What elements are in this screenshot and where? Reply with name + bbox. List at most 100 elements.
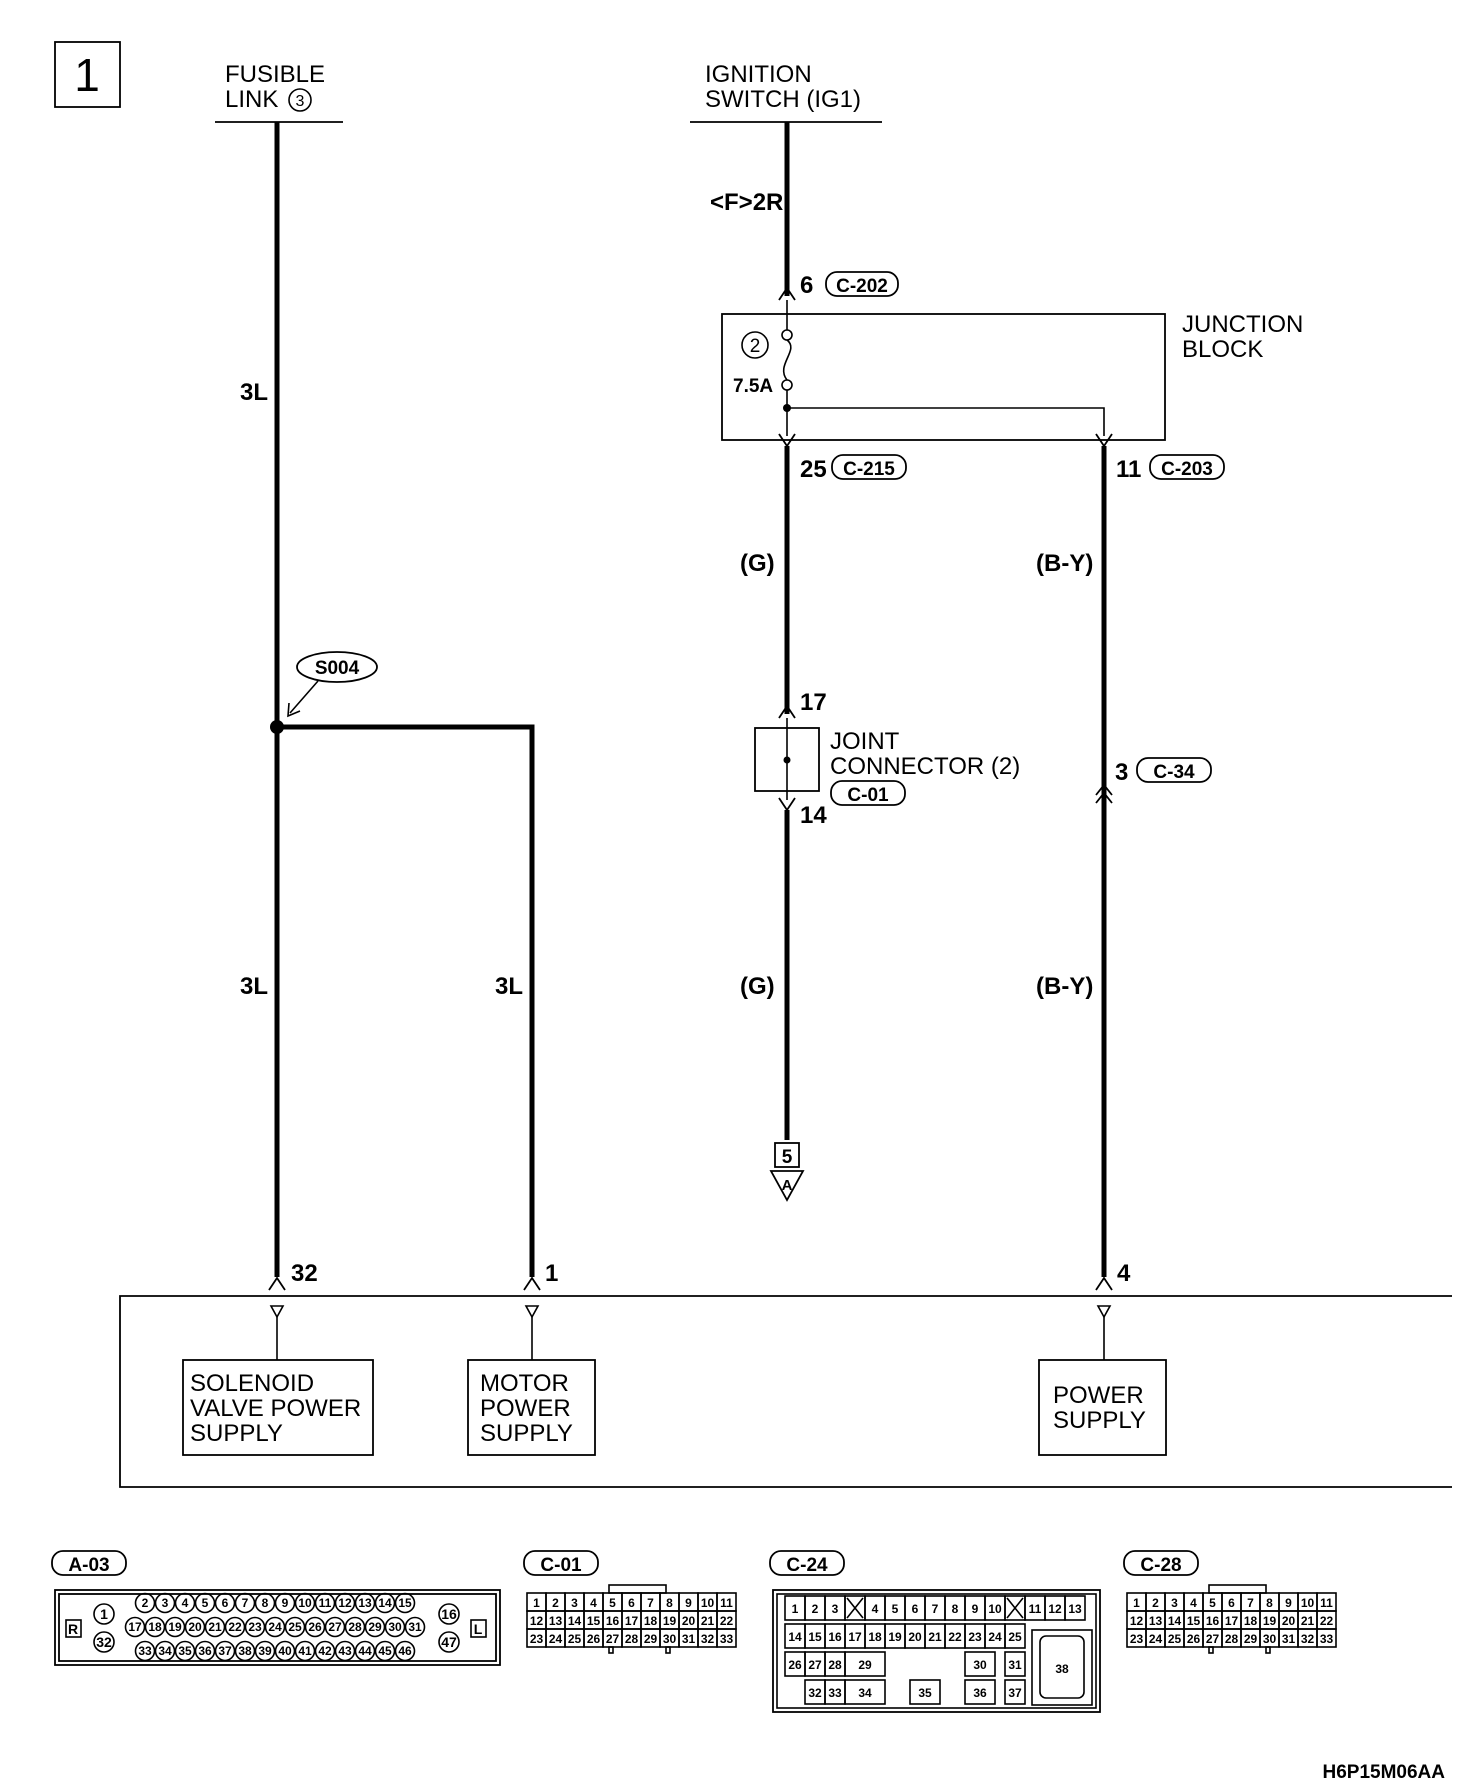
splice-pointer [289, 680, 319, 714]
fuse-terminal-bottom [781, 379, 793, 391]
a03-pin-circle [394, 1592, 416, 1614]
block-solenoid-line-3: SUPPLY [190, 1420, 283, 1447]
a03-pin-circle [314, 1592, 336, 1614]
wire-label-ignition: <F>2R [710, 189, 783, 216]
c01-pin-label: 11 [720, 1596, 733, 1610]
c28-pin-label: 22 [1320, 1614, 1334, 1628]
a03-pin-label: 6 [222, 1596, 229, 1610]
c24-pin-label: 15 [808, 1630, 822, 1644]
joint-connector-label-2: CONNECTOR (2) [830, 753, 1020, 780]
splice-label: S004 [315, 658, 360, 679]
c28-pin-label: 13 [1149, 1614, 1163, 1628]
a03-pin-circle [164, 1616, 186, 1638]
a03-pin-label: 11 [319, 1596, 332, 1610]
a03-pin-label: 9 [282, 1596, 289, 1610]
fuse-number: 2 [750, 336, 761, 357]
a03-pin-label: 30 [388, 1620, 402, 1634]
a03-pin-label: 13 [358, 1596, 372, 1610]
c28-pin-label: 32 [1301, 1632, 1315, 1646]
connector-tag-c203 [1149, 454, 1225, 480]
c24-pin-label: 37 [1008, 1686, 1022, 1700]
c28-pin-label: 24 [1149, 1632, 1163, 1646]
block-solenoid-line-2: VALVE POWER [190, 1395, 361, 1422]
joint-pin-in: 17 [800, 689, 827, 716]
c24-pin-label: 2 [812, 1602, 819, 1616]
c24-pin-label: 36 [973, 1686, 987, 1700]
c01-pin-label: 17 [625, 1614, 639, 1628]
c01-pin-label: 20 [682, 1614, 696, 1628]
c01-pin-label: 2 [552, 1596, 559, 1610]
tap-motor [524, 1305, 540, 1319]
c01-pin-label: 25 [568, 1632, 582, 1646]
a03-pin-circle [274, 1592, 296, 1614]
a03-pin-label: 12 [338, 1596, 352, 1610]
c28-pin-label: 7 [1247, 1596, 1254, 1610]
a03-pin-circle [134, 1640, 156, 1662]
c28-pin-label: 3 [1171, 1596, 1178, 1610]
junction-block-label-2: BLOCK [1182, 336, 1263, 363]
fuse-element [782, 339, 792, 381]
ignition-switch-label-1: IGNITION [705, 61, 812, 88]
junction-out-pin-g: 25 [800, 456, 827, 483]
a03-pin-circle [174, 1640, 196, 1662]
c24-pin-label: 5 [892, 1602, 899, 1616]
by-connector-code: C-34 [1153, 762, 1195, 783]
c24-pin-cell [964, 1679, 996, 1705]
a03-pin-label: 29 [368, 1620, 382, 1634]
c28-pin-label: 15 [1187, 1614, 1201, 1628]
c01-latch [608, 1584, 667, 1594]
a03-pin-circle [264, 1616, 286, 1638]
c24-pin-label: 19 [888, 1630, 902, 1644]
c24-pin-cell [844, 1651, 886, 1677]
c24-pin-label: 27 [808, 1658, 822, 1672]
c01-pin-label: 3 [571, 1596, 578, 1610]
c01-pin-label: 24 [549, 1632, 563, 1646]
c01-key [665, 1646, 671, 1654]
a03-pin-circle-right-bottom [438, 1631, 460, 1653]
block-solenoid-valve-power [182, 1359, 374, 1456]
c28-pin-label: 9 [1285, 1596, 1292, 1610]
a03-pin-circle [214, 1592, 236, 1614]
splice-label-oval [296, 651, 378, 683]
off-page-ref: A [782, 1177, 793, 1194]
c24-pin-label: 6 [912, 1602, 919, 1616]
c24-pin-label: 24 [988, 1630, 1002, 1644]
c24-pin-label: 17 [848, 1630, 862, 1644]
a03-right-bottom: 47 [441, 1634, 457, 1650]
c24-pin-label: 28 [828, 1658, 842, 1672]
pin-arrow-1 [523, 1276, 541, 1291]
joint-connector-label-1: JOINT [830, 728, 900, 755]
a03-pin-label: 5 [202, 1596, 209, 1610]
junction-out-pin-by: 11 [1116, 456, 1141, 483]
c01-pin-label: 6 [628, 1596, 635, 1610]
c28-pin-label: 11 [1320, 1596, 1333, 1610]
fusible-link-label-2: LINK [225, 86, 278, 113]
c01-pin-label: 21 [701, 1614, 715, 1628]
c24-blank-pin [1006, 1597, 1024, 1619]
joint-pin-out: 14 [800, 802, 827, 829]
a03-pin-label: 24 [268, 1620, 282, 1634]
tap-solenoid [269, 1305, 285, 1319]
a03-pin-circle [314, 1640, 336, 1662]
c24-pin-label: 33 [828, 1686, 842, 1700]
c01-pin-label: 26 [587, 1632, 601, 1646]
wire-label-g-lower: (G) [740, 973, 775, 1000]
a03-pin-label: 35 [178, 1644, 192, 1658]
connector-tag-c202 [825, 271, 899, 297]
c28-pin-label: 4 [1190, 1596, 1197, 1610]
a03-pin-circle [224, 1616, 246, 1638]
a03-right-top: 16 [441, 1606, 457, 1622]
fuse-number-circle [741, 331, 769, 359]
a03-pin-label: 39 [258, 1644, 272, 1658]
block-motor-power [467, 1359, 596, 1456]
c28-pin-label: 23 [1130, 1632, 1144, 1646]
connector-tag-c01 [830, 780, 906, 806]
a03-pin-label: 23 [248, 1620, 262, 1634]
c28-pin-label: 18 [1244, 1614, 1258, 1628]
fuse-terminal-top [781, 329, 793, 341]
a03-pin-circle [274, 1640, 296, 1662]
c24-blank-pin [846, 1597, 864, 1619]
c28-pin-label: 17 [1225, 1614, 1239, 1628]
c01-pin-label: 10 [701, 1596, 715, 1610]
